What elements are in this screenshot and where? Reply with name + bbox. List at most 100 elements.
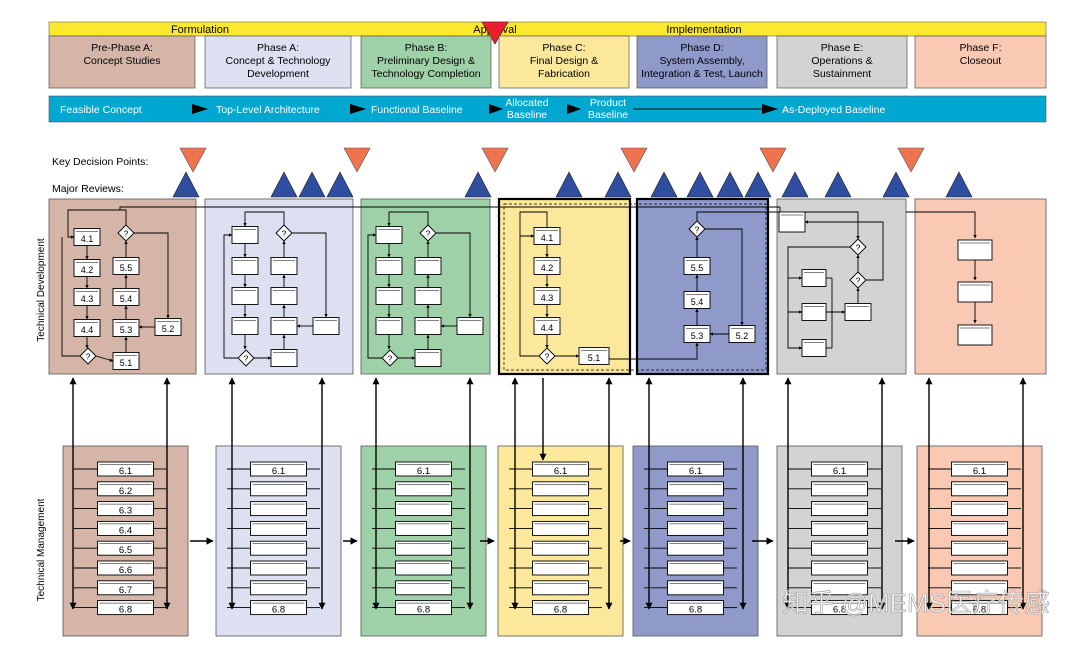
mgmt-label: 6.1 [272, 466, 285, 477]
process-label: 4.2 [81, 265, 94, 275]
decision-diamond [538, 347, 556, 365]
mgmt-label: 6.1 [417, 466, 430, 477]
mgmt-row [667, 520, 724, 536]
flow-line [787, 312, 803, 350]
review-triangle [686, 171, 714, 198]
review-triangle [882, 171, 910, 198]
flow-line [787, 246, 850, 314]
mgmt-row [951, 520, 1008, 536]
mgmt-row [811, 520, 868, 536]
phase-subtitle: Operations & [811, 55, 872, 67]
mgmt-row [395, 501, 452, 517]
flow-line [519, 234, 539, 357]
mgmt-row [667, 560, 724, 576]
phase-title: Phase F: [959, 42, 1001, 54]
mgmt-row [250, 520, 307, 536]
dev-panel-1 [204, 198, 354, 375]
process-label: 5.3 [120, 325, 133, 335]
decision-label: ? [244, 354, 249, 364]
phase-0: Pre-Phase A:Concept Studies [48, 35, 196, 89]
mgmt-row [395, 481, 452, 497]
flow-line [804, 220, 884, 281]
technical-development-label: Technical Development [36, 238, 47, 342]
process-box [414, 287, 442, 305]
process-label: 5.4 [691, 297, 704, 307]
process-box [375, 287, 403, 305]
mgmt-label: 6.8 [833, 605, 846, 616]
phase-d-highlight [635, 197, 770, 376]
phase-4: Phase D:System Assembly,Integration & Te… [636, 35, 768, 89]
mgmt-label: 6.8 [417, 605, 430, 616]
process-box [533, 317, 561, 335]
mgmt-row [951, 560, 1008, 576]
phase-subtitle-2: Development [247, 68, 309, 80]
process-box [112, 257, 140, 275]
mgmt-row [250, 540, 307, 556]
flow-line [519, 211, 548, 236]
flow-line [436, 232, 472, 318]
phase-subtitle: Final Design & [530, 55, 598, 67]
decision-label: ? [86, 352, 91, 362]
phase-box [204, 35, 352, 89]
process-box [533, 287, 561, 305]
decision-label: ? [545, 352, 550, 362]
process-label: 5.5 [691, 263, 704, 273]
phase-title: Phase C: [542, 42, 585, 54]
process-box [270, 317, 298, 335]
phase-title: Phase A: [257, 42, 299, 54]
phase-title: Phase B: [405, 42, 448, 54]
mgmt-row [250, 580, 307, 596]
process-box [414, 257, 442, 275]
mgmt-row [532, 580, 589, 596]
decision-label: ? [388, 354, 393, 364]
dev-panel-2 [360, 198, 491, 375]
process-box [73, 288, 101, 306]
process-label: 4.3 [81, 294, 94, 304]
review-triangle [781, 171, 809, 198]
process-label: 4.3 [541, 293, 554, 303]
process-box [270, 257, 298, 275]
mgmt-label: 6.8 [689, 605, 702, 616]
mgmt-row [951, 501, 1008, 517]
process-box [375, 226, 403, 244]
mgmt-row [395, 540, 452, 556]
mgmt-row [395, 560, 452, 576]
process-label: 5.5 [120, 263, 133, 273]
mgmt-row [532, 501, 589, 517]
kdp-triangle [620, 147, 648, 173]
phase-subtitle-2: Integration & Test, Launch [641, 68, 763, 80]
flow-line [608, 342, 699, 360]
phase-3: Phase C:Final Design &Fabrication [498, 35, 630, 89]
key-decision-points [179, 147, 925, 173]
review-triangle [326, 171, 354, 198]
phase-box [498, 35, 630, 89]
process-box [312, 317, 340, 335]
mgmt-row [250, 560, 307, 576]
mgmt-row [532, 481, 589, 497]
flow-line [223, 233, 238, 359]
process-box [801, 269, 827, 287]
mgmt-row [532, 560, 589, 576]
review-triangle [824, 171, 852, 198]
process-box [112, 288, 140, 306]
mgmt-row [811, 560, 868, 576]
dev-panel-4 [636, 198, 769, 375]
mgmt-label: 6.6 [119, 565, 132, 576]
review-triangle [298, 171, 326, 198]
major-reviews [172, 171, 973, 198]
review-triangle [945, 171, 973, 198]
decision-label: ? [282, 229, 287, 239]
flow-line [61, 237, 80, 357]
formulation-label: Formulation [171, 24, 229, 36]
baseline-product-1: Product [590, 97, 626, 109]
mgmt-label: 6.7 [119, 585, 132, 596]
implementation-label: Implementation [666, 24, 741, 36]
phase-c-highlight [497, 197, 632, 376]
process-box [270, 349, 298, 367]
process-box [414, 317, 442, 335]
process-box [683, 291, 711, 309]
